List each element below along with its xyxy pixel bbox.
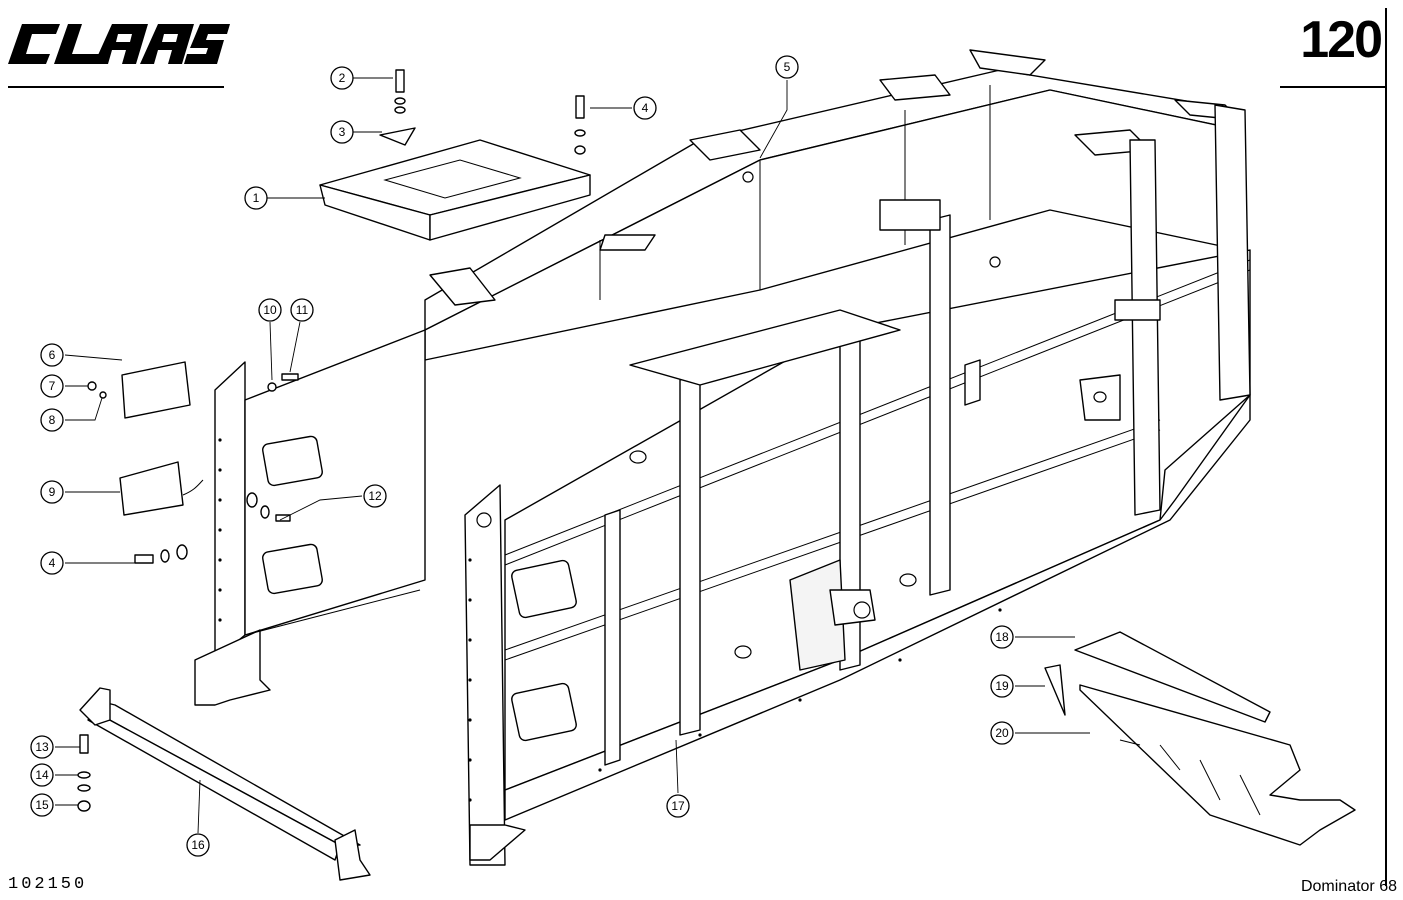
- svg-text:8: 8: [49, 413, 56, 427]
- callout-9: 9: [40, 480, 64, 504]
- header-divider-left: [8, 86, 224, 88]
- callout-18: 18: [990, 625, 1014, 649]
- callout-4-left: 4: [40, 551, 64, 575]
- callout-14: 14: [30, 763, 54, 787]
- svg-text:11: 11: [296, 303, 309, 317]
- callout-10: 10: [258, 298, 282, 322]
- callout-12: 12: [363, 484, 387, 508]
- svg-text:10: 10: [263, 303, 277, 317]
- svg-text:2: 2: [339, 71, 346, 85]
- callout-7: 7: [40, 374, 64, 398]
- svg-text:18: 18: [995, 630, 1009, 644]
- leader-lines: [55, 77, 1090, 834]
- svg-text:4: 4: [642, 101, 649, 115]
- callout-13: 13: [30, 735, 54, 759]
- svg-text:1: 1: [253, 191, 260, 205]
- callout-20: 20: [990, 721, 1014, 745]
- svg-text:16: 16: [191, 838, 205, 852]
- header-divider-right: [1280, 86, 1386, 88]
- drawing-id: 102150: [8, 875, 88, 894]
- svg-text:9: 9: [49, 485, 56, 499]
- claas-logo: [8, 24, 230, 64]
- callout-11: 11: [290, 298, 314, 322]
- svg-text:19: 19: [995, 679, 1009, 693]
- callout-6: 6: [40, 343, 64, 367]
- lamps-hardware: [87, 361, 299, 564]
- callout-16: 16: [186, 833, 210, 857]
- model-name: Dominator 68: [1300, 878, 1397, 895]
- svg-text:20: 20: [995, 726, 1009, 740]
- callout-19: 19: [990, 674, 1014, 698]
- svg-text:17: 17: [671, 799, 685, 813]
- callout-4-top: 4: [633, 96, 657, 120]
- svg-text:6: 6: [49, 348, 56, 362]
- callout-2: 2: [330, 66, 354, 90]
- callout-5: 5: [775, 55, 799, 79]
- svg-text:12: 12: [368, 489, 382, 503]
- page-number: 120: [1300, 11, 1383, 69]
- left-side-wall: [194, 329, 426, 706]
- cross-member: [77, 687, 371, 881]
- svg-text:13: 13: [35, 740, 49, 754]
- svg-text:14: 14: [35, 768, 49, 782]
- callout-1: 1: [244, 186, 268, 210]
- guard-plates: [1044, 631, 1356, 846]
- callout-17: 17: [666, 794, 690, 818]
- svg-text:4: 4: [49, 556, 56, 570]
- main-front-frame: [464, 104, 1251, 866]
- top-cover-plate: [319, 69, 591, 241]
- svg-text:7: 7: [49, 379, 56, 393]
- svg-text:15: 15: [35, 798, 49, 812]
- svg-text:5: 5: [784, 60, 791, 74]
- callout-3: 3: [330, 120, 354, 144]
- svg-text:3: 3: [339, 125, 346, 139]
- callout-15: 15: [30, 793, 54, 817]
- callout-8: 8: [40, 408, 64, 432]
- right-border: [1385, 8, 1387, 886]
